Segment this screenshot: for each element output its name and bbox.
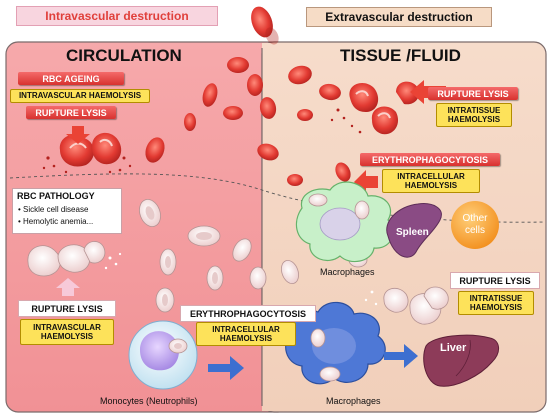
right-intratissue-line1: INTRATISSUE: [447, 105, 501, 115]
other-cells-label: Other cells: [451, 213, 499, 236]
rbc-icon: [251, 6, 279, 45]
macrophage-icon: [285, 301, 386, 385]
rbc-icon: [319, 83, 341, 101]
center-intracellular-line2: HAEMOLYSIS: [219, 334, 273, 343]
ghost-rbc-icon: [232, 238, 252, 262]
lower-rupture-lysis-tag: RUPTURE LYSIS: [18, 300, 116, 317]
pathology-item: • Sickle cell disease: [18, 205, 89, 214]
lysed-rbc-icon: [349, 81, 420, 135]
lower-haemolysis-line2: HAEMOLYSIS: [40, 332, 94, 341]
ghost-rbc-icon: [159, 248, 177, 276]
ghost-fragments: [364, 290, 378, 306]
macrophages-lower-label: Macrophages: [326, 396, 381, 406]
monocyte-icon: [128, 320, 198, 390]
ghost-rbc-icon: [206, 265, 224, 291]
right-lower-rupture-lysis-tag: RUPTURE LYSIS: [450, 272, 540, 289]
liver-icon: [423, 334, 499, 387]
extravascular-banner-text: Extravascular destruction: [325, 10, 473, 24]
lower-haemolysis-line1: INTRAVASCULAR: [33, 322, 101, 332]
rbc-icon: [288, 65, 312, 85]
intravascular-haemolysis-tag: INTRAVASCULAR HAEMOLYSIS: [10, 89, 150, 103]
rbc-icon: [297, 109, 313, 121]
rbc-pathology-title: RBC PATHOLOGY: [17, 191, 95, 201]
arrow-icon: [384, 344, 418, 368]
ghost-rbc-icon: [249, 266, 267, 290]
spleen-label: Spleen: [396, 227, 429, 238]
rbc-icon: [202, 83, 218, 107]
tissue-fluid-title: TISSUE /FLUID: [340, 46, 461, 65]
ghost-fragments: [104, 252, 122, 270]
ghost-rbc-icon: [139, 199, 161, 227]
rbc-icon: [257, 143, 279, 161]
intravascular-banner-text: Intravascular destruction: [45, 9, 189, 23]
dashed-boundary: [9, 173, 545, 223]
right-lower-intratissue-line1: INTRATISSUE: [469, 293, 523, 303]
rupture-lysis-tag: RUPTURE LYSIS: [26, 106, 116, 119]
arrow-icon: [56, 278, 80, 296]
macrophage-icon: [295, 181, 394, 263]
rbc-icon: [145, 137, 165, 163]
other-cells-icon: [451, 201, 499, 249]
lower-intravascular-haemolysis-tag: INTRAVASCULAR HAEMOLYSIS: [20, 319, 114, 345]
rbc-pathology-box: RBC PATHOLOGY • Sickle cell disease • He…: [12, 188, 122, 234]
right-intracellular-haemolysis-tag: INTRACELLULAR HAEMOLYSIS: [382, 169, 480, 193]
extravascular-banner: Extravascular destruction: [306, 7, 492, 27]
right-rupture-lysis-tag: RUPTURE LYSIS: [428, 87, 518, 100]
other-cells-line2: cells: [464, 224, 485, 236]
rbc-fragments: [330, 108, 362, 134]
right-intratissue-haemolysis-tag: INTRATISSUE HAEMOLYSIS: [436, 103, 512, 127]
rbc-fragments: [42, 156, 132, 174]
ghost-rbc-icon: [155, 287, 175, 313]
lysed-ghost-icon: [383, 286, 449, 325]
macrophages-upper-label: Macrophages: [320, 267, 375, 277]
rbc-icon: [223, 106, 243, 120]
center-erythrophagocytosis-tag: ERYTHROPHAGOCYTOSIS: [180, 305, 316, 322]
rbc-icon: [259, 97, 277, 119]
right-intratissue-line2: HAEMOLYSIS: [447, 115, 501, 124]
rbc-icon: [287, 174, 303, 186]
other-cells-line1: Other: [462, 213, 488, 224]
pathology-item: • Hemolytic anemia...: [18, 217, 94, 226]
ghost-rbc-icon: [187, 225, 221, 247]
rbc-ageing-tag: RBC AGEING: [18, 72, 124, 85]
right-intracellular-line2: HAEMOLYSIS: [404, 181, 458, 190]
right-lower-intratissue-haemolysis-tag: INTRATISSUE HAEMOLYSIS: [458, 291, 534, 315]
arrow-icon: [66, 126, 90, 144]
arrow-icon: [208, 356, 244, 380]
rbc-icon: [227, 57, 249, 73]
circulation-title: CIRCULATION: [66, 46, 182, 65]
center-intracellular-haemolysis-tag: INTRACELLULAR HAEMOLYSIS: [196, 322, 296, 346]
rbc-icon: [335, 162, 351, 182]
liver-label: Liver: [440, 342, 467, 354]
ghost-rbc-icon: [281, 259, 299, 285]
right-erythrophagocytosis-tag: ERYTHROPHAGOCYTOSIS: [360, 153, 500, 166]
intravascular-banner: Intravascular destruction: [16, 6, 218, 26]
rbc-icon: [247, 74, 263, 96]
center-intracellular-line1: INTRACELLULAR: [212, 324, 280, 334]
lysed-rbc-icon: [59, 132, 122, 167]
rbc-icon: [184, 113, 196, 131]
right-lower-intratissue-line2: HAEMOLYSIS: [469, 303, 523, 312]
spleen-icon: [386, 203, 442, 258]
lysed-ghost-icon: [27, 241, 106, 277]
right-intracellular-line1: INTRACELLULAR: [397, 171, 465, 181]
monocytes-label: Monocytes (Neutrophils): [100, 396, 198, 406]
